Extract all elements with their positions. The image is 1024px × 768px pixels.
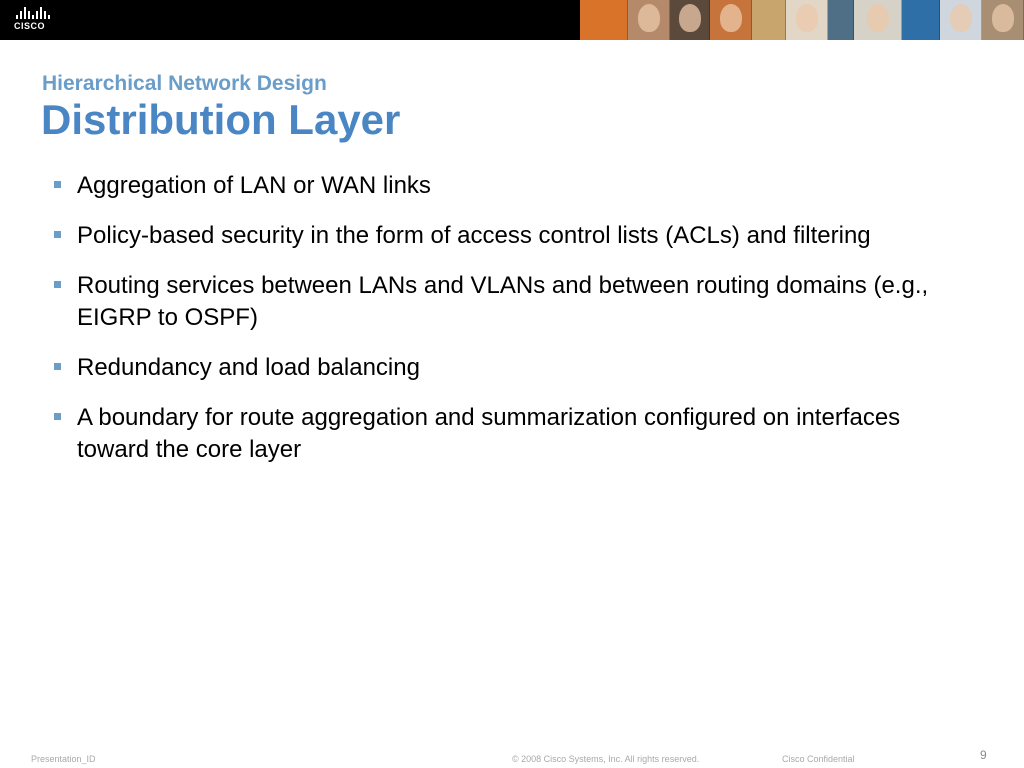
tile-orange (580, 0, 628, 40)
tile-icons (827, 0, 855, 40)
portrait-face (678, 4, 701, 32)
portrait-face (795, 4, 818, 32)
tile-person-2 (669, 0, 710, 40)
bullet-item: Aggregation of LAN or WAN links (50, 170, 950, 202)
photo-strip (580, 0, 1024, 40)
slide-kicker: Hierarchical Network Design (42, 72, 327, 95)
logo-text: CISCO (14, 21, 46, 31)
portrait-face (992, 4, 1015, 32)
portrait-face (637, 4, 660, 32)
cisco-logo: CISCO (14, 6, 60, 34)
tile-person-4 (785, 0, 828, 40)
square-bullet-icon (54, 181, 61, 188)
slide-title: Distribution Layer (41, 96, 401, 143)
bullet-list: Aggregation of LAN or WAN links Policy-b… (50, 170, 950, 484)
tile-person-3 (709, 0, 752, 40)
header-bar: CISCO (0, 0, 1024, 40)
tile-person-6 (940, 0, 983, 40)
tile-person-7 (982, 0, 1024, 40)
square-bullet-icon (54, 231, 61, 238)
tile-building (751, 0, 786, 40)
tile-person-1 (627, 0, 670, 40)
bullet-text: Redundancy and load balancing (77, 354, 420, 381)
portrait-face (950, 4, 973, 32)
page-number: 9 (980, 748, 987, 762)
bullet-item: Routing services between LANs and VLANs … (50, 270, 950, 334)
bullet-text: A boundary for route aggregation and sum… (77, 404, 901, 463)
cisco-bars-icon (16, 6, 60, 19)
square-bullet-icon (54, 363, 61, 370)
tile-person-5 (854, 0, 903, 40)
bullet-text: Routing services between LANs and VLANs … (77, 272, 929, 331)
confidential-label: Cisco Confidential (782, 754, 855, 764)
square-bullet-icon (54, 413, 61, 420)
portrait-face (867, 4, 890, 32)
bullet-text: Aggregation of LAN or WAN links (77, 172, 431, 199)
portrait-face (719, 4, 742, 32)
presentation-id: Presentation_ID (31, 754, 96, 764)
bullet-item: Redundancy and load balancing (50, 352, 950, 384)
square-bullet-icon (54, 281, 61, 288)
bullet-text: Policy-based security in the form of acc… (77, 222, 871, 249)
tile-blue (902, 0, 941, 40)
bullet-item: A boundary for route aggregation and sum… (50, 402, 950, 466)
copyright-notice: © 2008 Cisco Systems, Inc. All rights re… (512, 754, 700, 764)
bullet-item: Policy-based security in the form of acc… (50, 220, 950, 252)
